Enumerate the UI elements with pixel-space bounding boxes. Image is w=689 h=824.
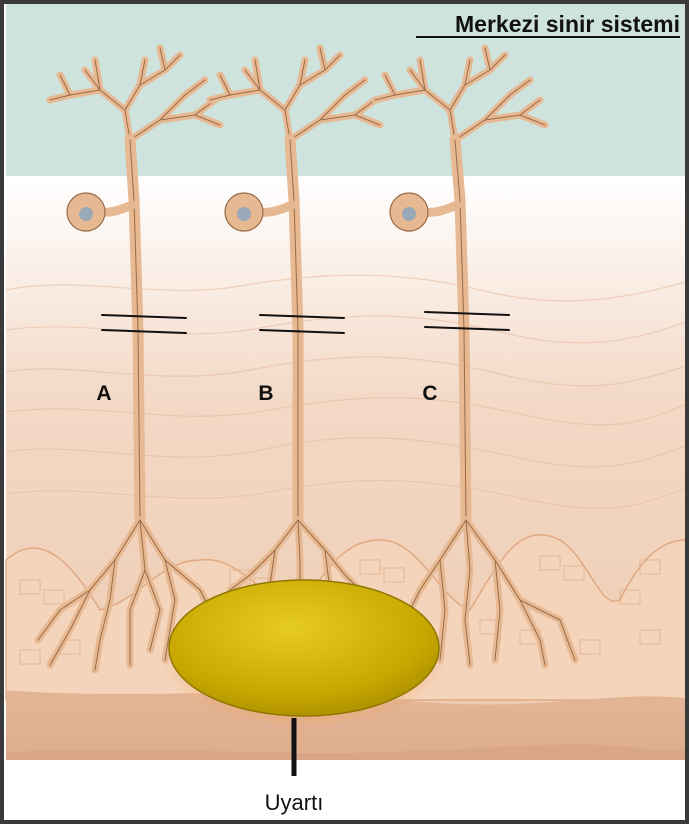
neuron-c-nucleus — [402, 207, 416, 221]
neuron-b-label: B — [258, 382, 273, 405]
stimulus-ellipse — [169, 580, 439, 716]
neuron-c-label: C — [422, 382, 437, 405]
neuron-b-nucleus — [237, 207, 251, 221]
stimulus-label: Uyartı — [265, 790, 324, 815]
neuron-a-label: A — [96, 382, 111, 405]
neuron-a-nucleus — [79, 207, 93, 221]
title-label: Merkezi sinir sistemi — [455, 11, 680, 37]
lower-background — [6, 752, 686, 816]
